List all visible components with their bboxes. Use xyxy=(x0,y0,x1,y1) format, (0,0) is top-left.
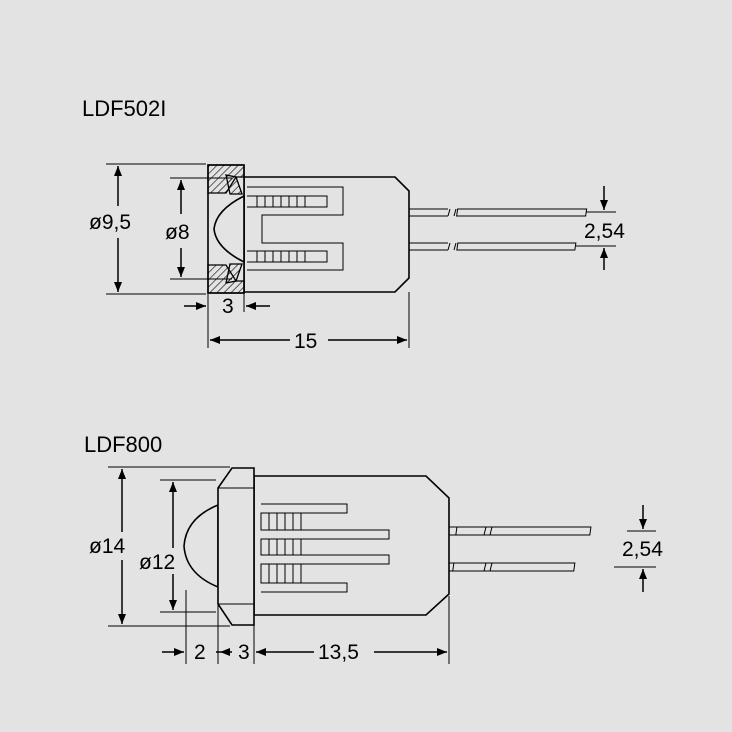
ldf502i-flange-label: 3 xyxy=(222,295,234,318)
ldf800-title: LDF800 xyxy=(84,432,162,457)
ldf502i-title: LDF502I xyxy=(82,96,166,121)
ldf800-outer-diameter-label: ø14 xyxy=(89,535,126,558)
ldf502i-dimensions xyxy=(106,163,616,348)
ldf800-drawing: LDF800 xyxy=(84,432,663,664)
ldf502i-length-label: 15 xyxy=(294,330,317,353)
ldf800-lens-diameter-label: ø12 xyxy=(139,551,175,574)
ldf502i-leads xyxy=(409,208,588,251)
ldf800-lens-height-label: 2 xyxy=(194,641,206,664)
ldf502i-outer-diameter-label: ø9,5 xyxy=(89,211,131,234)
ldf800-body-length-label: 13,5 xyxy=(318,641,359,664)
ldf502i-pitch-label: 2,54 xyxy=(584,220,625,243)
ldf800-dimensions xyxy=(108,466,656,664)
ldf800-leads xyxy=(449,526,592,572)
ldf502i-body xyxy=(207,164,410,294)
ldf800-body xyxy=(183,467,450,626)
ldf800-flange-label: 3 xyxy=(238,641,250,664)
ldf502i-lens-diameter-label: ø8 xyxy=(165,221,190,244)
ldf502i-drawing: LDF502I xyxy=(82,96,625,353)
ldf800-pitch-label: 2,54 xyxy=(622,538,663,561)
